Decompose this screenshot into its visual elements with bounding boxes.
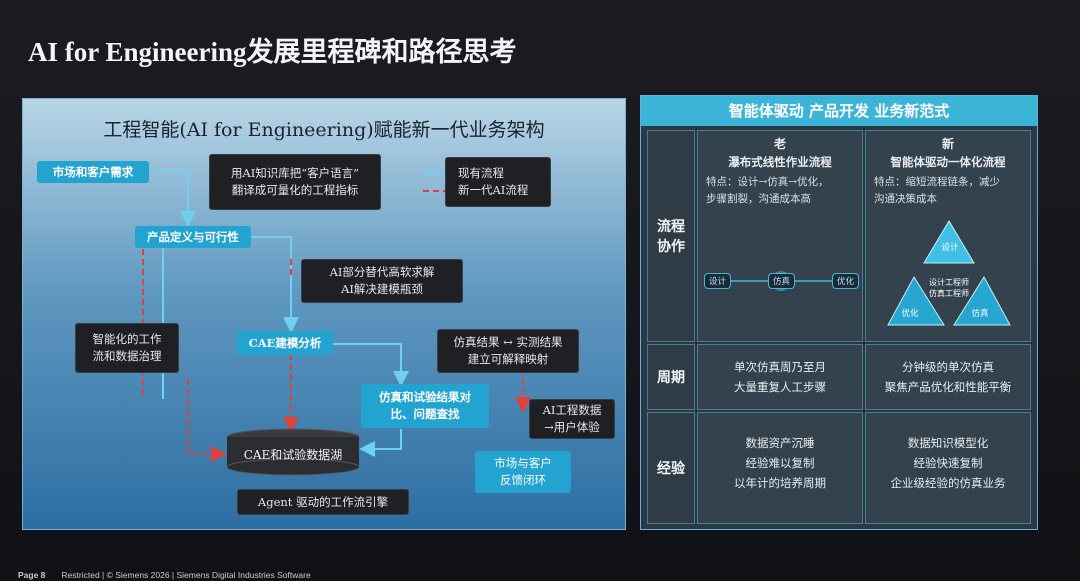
tri-left-shape [887, 276, 945, 326]
tri-right-label: 仿真 [971, 309, 989, 319]
smart-workflow-box: 智能化的工作 流和数据治理 [75, 323, 179, 373]
old-exp-3: 以年计的培养周期 [734, 476, 826, 490]
old-desc: 特点：设计→仿真→优化， 步骤割裂，沟通成本高 [698, 170, 862, 208]
ai-replace-box: AI部分替代高软求解 AI解决建模瓶颈 [301, 259, 463, 303]
old-exp-2: 经验难以复制 [745, 456, 815, 470]
sim-mapping-line2: 建立可解释映射 [467, 352, 549, 366]
ai-knowledge-box: 用AI知识库把“客户语言” 翻译成可量化的工程指标 [209, 154, 381, 210]
legend-box: 现有流程 新一代AI流程 [445, 157, 551, 207]
flow-arrows [142, 165, 531, 476]
old-flow-design: 设计 [704, 273, 732, 289]
data-lake-label: CAE和试验数据湖 [243, 448, 343, 462]
feedback-loop-box: 市场与客户 反馈闭环 [475, 451, 571, 493]
new-experience-cell: 数据知识模型化 经验快速复制 企业级经验的仿真业务 [865, 412, 1031, 524]
new-cycle-2: 聚焦产品优化和性能平衡 [884, 380, 1012, 394]
old-cycle-cell: 单次仿真周乃至月 大量重复人工步骤 [697, 344, 863, 410]
ai-replace-line1: AI部分替代高软求解 [329, 265, 435, 279]
old-desc-1: 特点：设计→仿真→优化， [706, 176, 829, 188]
legend-existing-label: 现有流程 [458, 166, 504, 180]
row-head-process: 流程 协作 [647, 130, 695, 342]
compare-line1: 仿真和试验结果对 [379, 390, 471, 404]
tri-center-label: 设计工程师 仿真工程师 [918, 277, 980, 299]
smart-workflow-line2: 流和数据治理 [92, 349, 162, 363]
flow-cae-to-compare [333, 343, 409, 387]
old-exp-1: 数据资产沉睡 [745, 436, 815, 450]
ai-replace-line2: AI解决建模瓶颈 [341, 282, 423, 296]
flow-smart-to-lake [187, 379, 227, 462]
tri-center-2: 仿真工程师 [929, 289, 969, 298]
flow-compare-to-lake [359, 429, 402, 457]
new-title: 智能体驱动一体化流程 [890, 155, 1006, 169]
ai-data-line1: AI工程数据 [542, 403, 602, 417]
feedback-line1: 市场与客户 [494, 456, 552, 470]
new-exp-1: 数据知识模型化 [907, 436, 989, 450]
new-desc-2: 沟通决策成本 [874, 193, 937, 205]
row-head-cycle: 周期 [647, 344, 695, 410]
tri-top-label: 设计 [941, 243, 959, 253]
architecture-title: 工程智能(AI for Engineering)赋能新一代业务架构 [103, 119, 545, 141]
sim-mapping-line1: 仿真结果 ↔ 实测结果 [453, 335, 563, 349]
ai-data-box: AI工程数据 →用户体验 [529, 399, 615, 439]
market-needs-box: 市场和客户需求 [37, 161, 149, 183]
triangle-diagram [887, 220, 1011, 326]
architecture-panel: 工程智能(AI for Engineering)赋能新一代业务架构 市场和客户需… [22, 98, 626, 530]
old-title: 瀑布式线性作业流程 [728, 155, 832, 169]
old-cycle-1: 单次仿真周乃至月 [734, 360, 826, 374]
new-label: 新 [941, 137, 954, 151]
new-cycle-cell: 分钟级的单次仿真 聚焦产品优化和性能平衡 [865, 344, 1031, 410]
old-process-cell: 老 瀑布式线性作业流程 特点：设计→仿真→优化， 步骤割裂，沟通成本高 设计 仿… [697, 130, 863, 342]
ai-knowledge-line2: 翻译成可量化的工程指标 [231, 183, 359, 197]
copyright-text: Restricted | © Siemens 2026 | Siemens Di… [61, 570, 311, 580]
old-flow-opt: 优化 [832, 273, 860, 289]
product-definition-box: 产品定义与可行性 [135, 226, 251, 248]
page-number: Page 8 [18, 570, 46, 580]
data-lake-bottom [226, 458, 360, 476]
old-desc-2: 步骤割裂，沟通成本高 [706, 193, 811, 205]
smart-workflow-line1: 智能化的工作 [92, 332, 162, 346]
row-head-experience: 经验 [647, 412, 695, 524]
flow-product-to-cae [248, 236, 299, 333]
tri-center-1: 设计工程师 [929, 278, 969, 287]
flow-market-to-product [153, 170, 196, 227]
old-experience-cell: 数据资产沉睡 经验难以复制 以年计的培养周期 [697, 412, 863, 524]
slide-title: AI for Engineering发展里程碑和路径思考 [28, 37, 517, 67]
row-head-process-2: 协作 [657, 239, 685, 255]
new-cycle-1: 分钟级的单次仿真 [902, 360, 994, 374]
new-exp-3: 企业级经验的仿真业务 [890, 476, 1006, 490]
tri-right-shape [953, 276, 1011, 326]
old-flow-sim: 仿真 [768, 273, 796, 289]
compare-line2: 比、问题查找 [390, 407, 460, 421]
feedback-line2: 反馈闭环 [500, 473, 546, 487]
agent-engine-box: Agent 驱动的工作流引擎 [237, 489, 409, 515]
new-desc-1: 特点：缩短流程链条，减少 [874, 176, 1000, 188]
new-exp-2: 经验快速复制 [913, 456, 983, 470]
sim-mapping-box: 仿真结果 ↔ 实测结果 建立可解释映射 [437, 329, 579, 373]
legend-ai-label: 新一代AI流程 [458, 183, 529, 197]
old-label: 老 [773, 137, 786, 151]
tri-left-label: 优化 [901, 309, 919, 319]
old-cycle-2: 大量重复人工步骤 [734, 380, 826, 394]
compare-results-box: 仿真和试验结果对 比、问题查找 [361, 384, 489, 428]
cae-modeling-box: CAE建模分析 [237, 331, 333, 355]
row-head-process-1: 流程 [657, 219, 685, 235]
slide-footer: Page 8 Restricted | © Siemens 2026 | Siem… [18, 570, 311, 580]
new-process-cell: 新 智能体驱动一体化流程 特点：缩短流程链条，减少 沟通决策成本 设计 优化 仿… [865, 130, 1031, 342]
ai-knowledge-line1: 用AI知识库把“客户语言” [230, 166, 360, 180]
paradigm-header: 智能体驱动 产品开发 业务新范式 [641, 96, 1037, 126]
ai-data-line2: →用户体验 [544, 420, 600, 434]
paradigm-panel: 智能体驱动 产品开发 业务新范式 流程 协作 老 瀑布式线性作业流程 特点：设计… [640, 95, 1038, 530]
new-desc: 特点：缩短流程链条，减少 沟通决策成本 [866, 170, 1030, 208]
tri-top-shape [923, 220, 975, 264]
